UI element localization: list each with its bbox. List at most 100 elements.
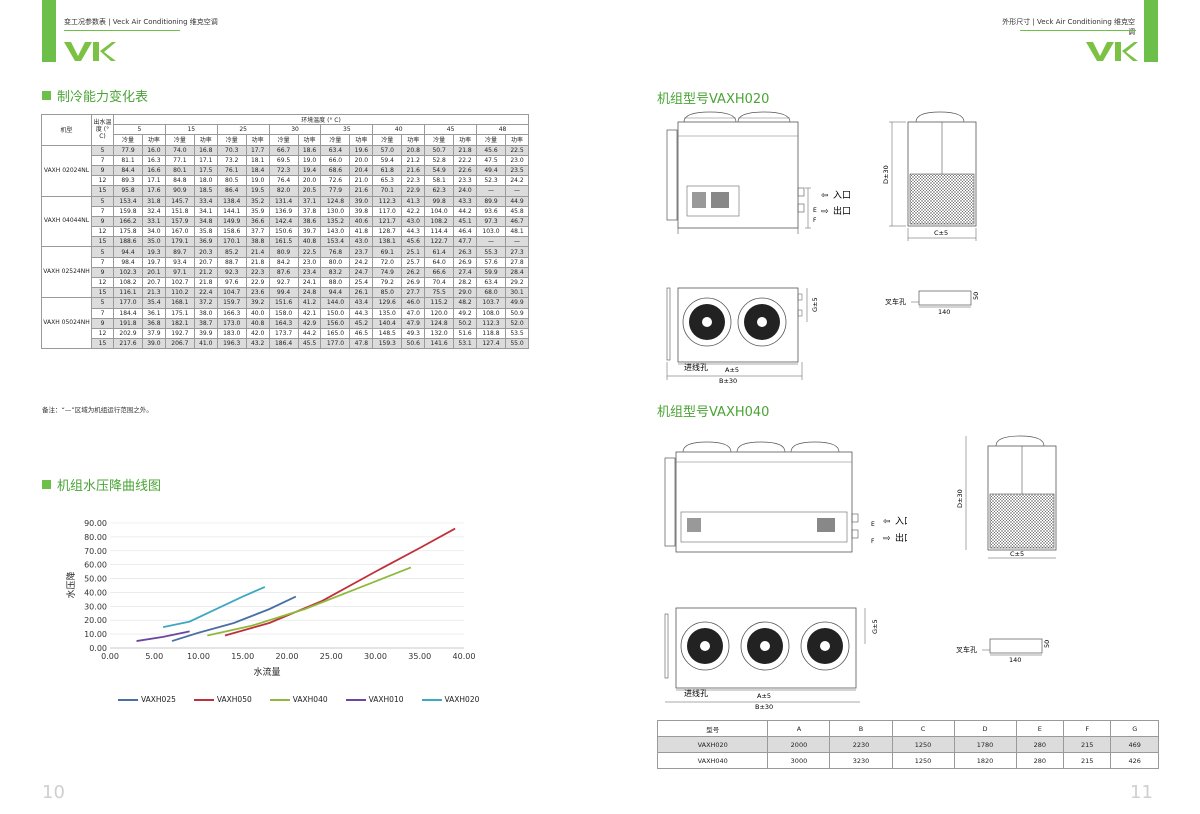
value-cell: 122.7 <box>424 236 455 248</box>
value-cell: 22.3 <box>245 266 270 279</box>
dims-header-cell: 型号 <box>656 720 769 737</box>
value-cell: 153.4 <box>113 195 143 207</box>
sub-header-row: 冷量功率冷量功率冷量功率冷量功率冷量功率冷量功率冷量功率冷量功率 <box>42 134 529 146</box>
fan-icon <box>680 621 730 671</box>
table-note: 备注：“—”区域为机组运行范围之外。 <box>42 406 153 414</box>
value-cell: 49.3 <box>401 327 426 340</box>
value-cell: 55.3 <box>476 246 506 258</box>
wiring-hole-label: 进线孔 <box>684 688 708 698</box>
cooling-subheader: 冷量 <box>320 134 351 146</box>
value-cell: 92.3 <box>216 266 247 279</box>
model-cell: VAXH 05024NH <box>41 297 92 350</box>
dim-140-label: 140 <box>938 308 950 316</box>
dims-cell: 215 <box>1063 752 1112 769</box>
value-cell: 188.6 <box>113 236 143 248</box>
value-cell: 94.4 <box>113 246 143 258</box>
dims-header-cell: E <box>1015 720 1065 737</box>
water-temp-cell: 9 <box>91 266 114 279</box>
dim-50-label: 50 <box>972 292 980 300</box>
value-cell: 46.0 <box>401 297 426 309</box>
value-cell: 112.3 <box>372 195 403 207</box>
header-accent-bar-left <box>42 0 56 62</box>
legend-swatch <box>421 698 442 701</box>
value-cell: 24.0 <box>453 185 478 197</box>
x-tick-label: 25.00 <box>320 652 343 661</box>
vaxh040-front-drawing: E F ⇦ 入口 ⇨ 出口 <box>664 441 907 553</box>
value-cell: 89.3 <box>113 175 143 187</box>
value-cell: 41.8 <box>349 226 374 238</box>
legend-label: VAXH010 <box>368 695 404 704</box>
value-cell: 21.4 <box>245 246 270 258</box>
value-cell: 65.3 <box>372 175 403 187</box>
value-cell: 23.6 <box>245 287 270 299</box>
water-temp-cell: 9 <box>91 215 114 228</box>
value-cell: 20.7 <box>141 276 166 289</box>
value-cell: 177.0 <box>320 338 351 350</box>
model-020-title: 机组型号VAXH020 <box>657 92 770 107</box>
value-cell: 138.4 <box>216 195 247 207</box>
cooling-subheader: 冷量 <box>268 134 299 146</box>
value-cell: 120.0 <box>424 307 455 319</box>
model-cell: VAXH 02024NL <box>41 144 92 197</box>
value-cell: 18.1 <box>245 154 270 166</box>
value-cell: 103.7 <box>476 297 506 309</box>
dims-cell: 469 <box>1110 736 1159 753</box>
value-cell: 19.7 <box>141 256 166 268</box>
dims-header-cell: D <box>953 720 1017 737</box>
value-cell: 63.4 <box>320 144 351 156</box>
value-cell: 36.8 <box>141 317 166 329</box>
value-cell: 85.0 <box>372 287 403 299</box>
value-cell: 99.8 <box>424 195 455 207</box>
value-cell: 18.5 <box>193 185 218 197</box>
value-cell: 186.4 <box>268 338 299 350</box>
value-cell: 38.8 <box>245 236 270 248</box>
forklift-hole-label: 叉车孔 <box>885 297 906 306</box>
value-cell: 38.6 <box>297 215 322 228</box>
vaxh040-side-drawing: D±30 C±5 <box>956 435 1057 559</box>
vaxh020-top-drawing: G±5 A±5 B±30 进线孔 <box>666 287 819 385</box>
value-cell: 77.9 <box>320 185 351 197</box>
value-cell: 39.0 <box>349 195 374 207</box>
x-tick-label: 0.00 <box>101 652 119 661</box>
fan-icon <box>740 621 790 671</box>
value-cell: 16.3 <box>141 154 166 166</box>
value-cell: 165.0 <box>320 327 351 340</box>
value-cell: 39.2 <box>245 297 270 309</box>
value-cell: 19.5 <box>245 185 270 197</box>
legend-item: VAXH050 <box>193 695 252 704</box>
value-cell: 164.3 <box>268 317 299 329</box>
section-marker-icon <box>42 91 51 100</box>
value-cell: 89.9 <box>476 195 506 207</box>
section-marker-icon <box>42 480 51 489</box>
power-subheader: 功率 <box>245 134 270 146</box>
value-cell: 22.5 <box>297 246 322 258</box>
page-number-right: 11 <box>1130 782 1153 803</box>
value-cell: 110.2 <box>164 287 195 299</box>
value-cell: 94.4 <box>320 287 351 299</box>
temp-header: 15 <box>164 124 218 136</box>
value-cell: 21.0 <box>349 175 374 187</box>
model-040-title: 机组型号VAXH040 <box>657 405 770 420</box>
value-cell: — <box>476 236 506 248</box>
dims-header-cell: B <box>829 720 893 737</box>
value-cell: 167.0 <box>164 226 195 238</box>
value-cell: 143.0 <box>320 226 351 238</box>
value-cell: 115.2 <box>424 297 455 309</box>
value-cell: 33.1 <box>141 215 166 228</box>
value-cell: 34.0 <box>141 226 166 238</box>
value-cell: 118.8 <box>476 327 506 340</box>
value-cell: 84.8 <box>164 175 195 187</box>
dim-f-label: F <box>813 217 817 224</box>
value-cell: 39.0 <box>141 338 166 350</box>
value-cell: 21.6 <box>349 185 374 197</box>
dims-header-cell: G <box>1110 720 1159 737</box>
value-cell: 70.4 <box>424 276 455 289</box>
value-cell: 24.2 <box>505 175 529 187</box>
dim-50-label: 50 <box>1043 640 1051 648</box>
legend-swatch <box>269 698 290 701</box>
